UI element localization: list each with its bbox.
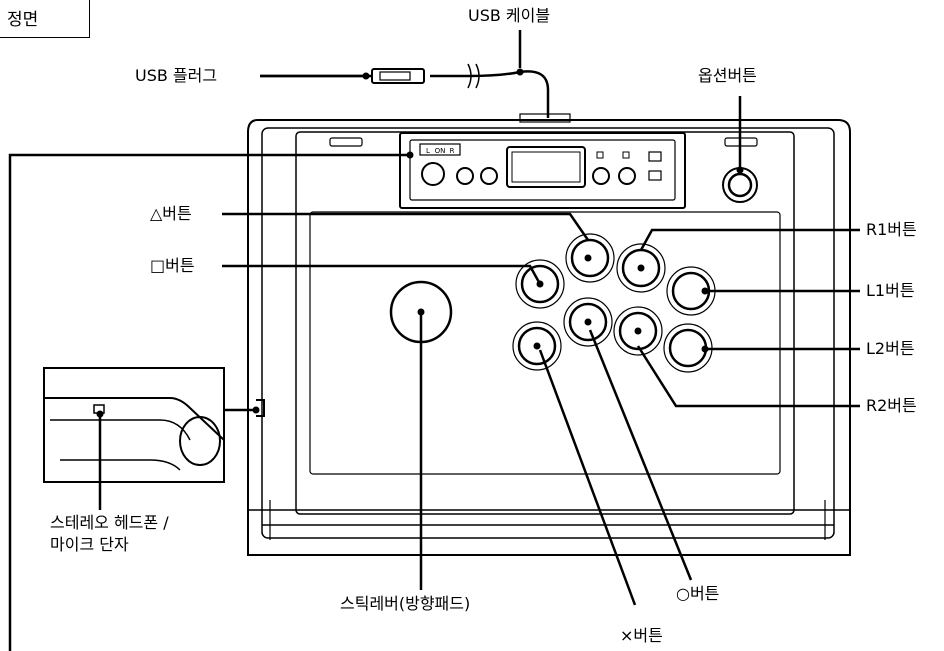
label-stick-lever: 스틱레버(방향패드) (340, 594, 471, 613)
label-cross-button: ×버튼 (620, 626, 663, 645)
panel-button-3 (480, 167, 498, 185)
stick-top-plate (261, 127, 835, 539)
usb-cable (260, 70, 550, 118)
label-circle-button: ○버튼 (676, 584, 720, 603)
action-buttons (512, 233, 716, 373)
label-l1-button: L1버튼 (866, 281, 915, 300)
leader-dots (96, 68, 744, 418)
label-square-button: □버튼 (150, 256, 195, 275)
label-r1-button: R1버튼 (866, 220, 917, 239)
panel-label-r: R (450, 147, 455, 155)
panel-label-on: ON (435, 147, 446, 155)
label-headset-jack-2: 마이크 단자 (50, 535, 129, 554)
stick-body-outline (247, 119, 851, 556)
label-usb-plug: USB 플러그 (135, 66, 218, 85)
panel-button-2 (456, 167, 474, 185)
usb-plug (371, 68, 425, 84)
panel-button-5 (618, 167, 636, 185)
label-l2-button: L2버튼 (866, 339, 915, 358)
control-panel (399, 132, 686, 209)
headset-inset-box (43, 367, 225, 483)
panel-label-l: L (426, 147, 430, 155)
label-r2-button: R2버튼 (866, 396, 917, 415)
stick-base-front (248, 509, 850, 526)
panel-button-4 (592, 167, 610, 185)
title-box: 정면 (0, 0, 90, 38)
label-triangle-button: △버튼 (150, 204, 192, 223)
lcd-display (506, 146, 586, 188)
panel-button-1 (421, 162, 445, 186)
page-title: 정면 (7, 10, 39, 30)
label-usb-cable: USB 케이블 (468, 6, 551, 25)
mode-switch (419, 143, 461, 156)
label-headset-jack-1: 스테레오 헤드폰 / (50, 513, 169, 532)
label-option-button: 옵션버튼 (698, 66, 757, 85)
leader-lines (8, 30, 860, 651)
stick-inner-panel (309, 211, 781, 475)
